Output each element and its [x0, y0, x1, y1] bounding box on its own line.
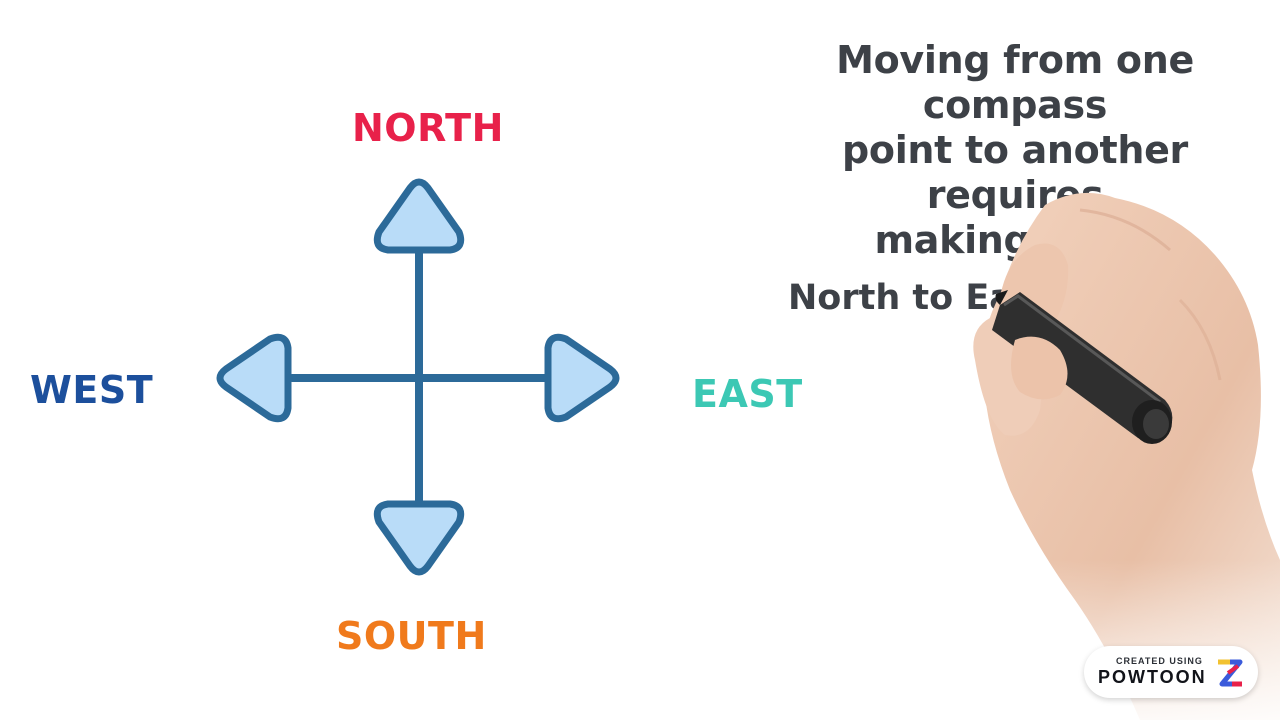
headline-text: Moving from one compass point to another… [760, 38, 1270, 263]
compass-diagram [216, 178, 620, 576]
compass-cross [288, 236, 554, 512]
north-to-east-text: North to East [788, 278, 1018, 318]
east-arrow-icon [544, 333, 620, 423]
west-arrow-icon [216, 333, 292, 423]
headline-line-1: Moving from one compass [836, 38, 1194, 127]
north-arrow-icon [373, 178, 465, 254]
south-label: SOUTH [336, 614, 487, 658]
created-using-text: CREATED USING [1116, 656, 1203, 666]
south-arrow-icon [373, 500, 465, 576]
marker-pen-icon [992, 290, 1173, 444]
west-label: WEST [30, 368, 154, 412]
powtoon-brand-text: POWTOON [1098, 667, 1207, 687]
north-label: NORTH [352, 106, 504, 150]
east-label: EAST [692, 372, 803, 416]
powtoon-watermark: CREATED USING POWTOON [1084, 646, 1258, 698]
powtoon-logo-icon [1218, 659, 1243, 687]
